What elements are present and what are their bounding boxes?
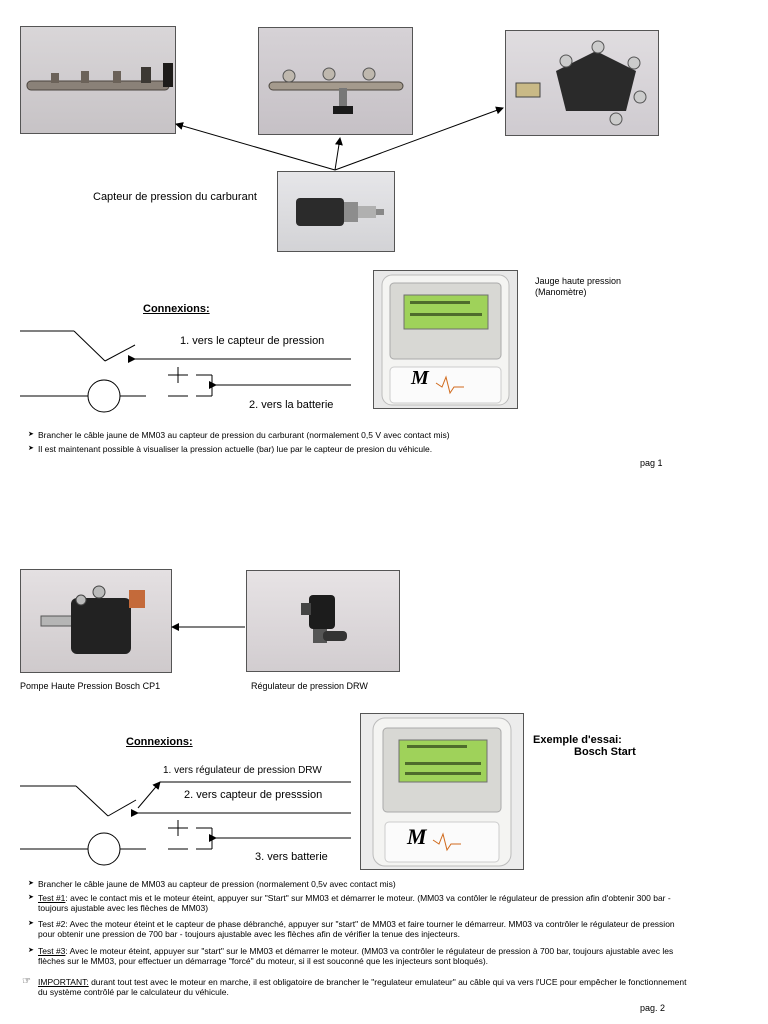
bullet-p1-1-text: Brancher le câble jaune de MM03 au capte… bbox=[38, 430, 450, 440]
bullet-p2-3: ➤ Test #2: Avec the moteur éteint et le … bbox=[28, 919, 678, 939]
drw-illustration bbox=[301, 595, 347, 643]
test3-text: : Avec le moteur éteint, appuyer sur "st… bbox=[38, 946, 674, 966]
gauge-caption-1: Jauge haute pression (Manomètre) bbox=[535, 276, 621, 298]
example-title-line2: Bosch Start bbox=[574, 746, 636, 758]
cp1-illustration bbox=[40, 585, 145, 654]
regulator-caption: Régulateur de pression DRW bbox=[251, 681, 368, 691]
fuel-rail-2-illustration bbox=[268, 67, 404, 114]
connexions-title-2: Connexions: bbox=[126, 736, 193, 748]
pressure-sensor-photo bbox=[277, 171, 395, 252]
page-number-1: pag 1 bbox=[640, 458, 663, 468]
wire2-label-2: 2. vers capteur de presssion bbox=[184, 789, 323, 801]
sensor-caption: Capteur de pression du carburant bbox=[93, 191, 257, 203]
test2-text: : Avec the moteur éteint et le capteur d… bbox=[38, 919, 675, 939]
gauge-caption-line1: Jauge haute pression bbox=[535, 276, 622, 286]
important-text: durant tout test avec le moteur en march… bbox=[38, 977, 687, 997]
arrow-bullet-icon: ➤ bbox=[28, 920, 34, 927]
example-title-line1: Exemple d'essai: bbox=[533, 734, 622, 746]
wire1-label-2: 1. vers régulateur de pression DRW bbox=[163, 765, 322, 776]
bullet-p1-1: ➤ Brancher le câble jaune de MM03 au cap… bbox=[28, 430, 678, 440]
bullet-p1-2-text: Il est maintenant possible à visualiser … bbox=[38, 444, 433, 454]
pump-caption: Pompe Haute Pression Bosch CP1 bbox=[20, 681, 161, 691]
arrow-bullet-icon: ➤ bbox=[28, 894, 34, 901]
gauge-device-illustration-2 bbox=[372, 717, 512, 867]
gauge-logo-2: M bbox=[407, 824, 427, 849]
bullet-p1-2: ➤ Il est maintenant possible à visualise… bbox=[28, 444, 678, 454]
pump-illustration bbox=[515, 40, 647, 126]
test1-text: : avec le contact mis et le moteur étein… bbox=[38, 893, 671, 913]
injector-pump-photo bbox=[505, 30, 659, 136]
bosch-cp1-pump-photo bbox=[20, 569, 172, 673]
connexions-title-1: Connexions: bbox=[143, 303, 210, 315]
wire1-label-1: 1. vers le capteur de pression bbox=[180, 335, 325, 347]
gauge-logo: M bbox=[411, 367, 429, 389]
fuel-rail-1-illustration bbox=[26, 63, 173, 91]
gauge-caption-line2: (Manomètre) bbox=[535, 287, 587, 297]
important-label: IMPORTANT: bbox=[38, 977, 89, 987]
sensor-illustration bbox=[296, 198, 384, 226]
arrow-bullet-icon: ➤ bbox=[28, 445, 34, 452]
fuel-rail-photo-1 bbox=[20, 26, 176, 134]
wire3-label-2: 3. vers batterie bbox=[255, 851, 328, 863]
gauge-device-illustration bbox=[381, 274, 510, 406]
bullet-p2-1-text: Brancher le câble jaune de MM03 au capte… bbox=[38, 879, 396, 889]
arrow-bullet-icon: ➤ bbox=[28, 947, 34, 954]
hand-pointer-icon: ☞ bbox=[22, 976, 31, 987]
wire2-label-1: 2. vers la batterie bbox=[249, 399, 334, 411]
example-title: Exemple d'essai: Bosch Start bbox=[533, 734, 636, 758]
bullet-p2-1: ➤ Brancher le câble jaune de MM03 au cap… bbox=[28, 879, 678, 889]
bullet-p2-4: ➤ Test #3: Avec le moteur éteint, appuye… bbox=[28, 946, 678, 966]
test3-label: Test #3 bbox=[38, 946, 66, 956]
bullet-p2-2: ➤ Test #1: avec le contact mis et le mot… bbox=[28, 893, 678, 913]
pressure-gauge-photo-2: M bbox=[360, 713, 524, 870]
fuel-rail-photo-2 bbox=[258, 27, 413, 135]
arrow-bullet-icon: ➤ bbox=[28, 431, 34, 438]
page-number-2: pag. 2 bbox=[640, 1003, 666, 1013]
pressure-gauge-photo: M bbox=[373, 270, 518, 409]
arrow-bullet-icon: ➤ bbox=[28, 880, 34, 887]
test2-label: Test #2 bbox=[38, 919, 66, 929]
drw-regulator-photo bbox=[246, 570, 400, 672]
important-note: ☞ IMPORTANT: durant tout test avec le mo… bbox=[22, 977, 688, 998]
test1-label: Test #1 bbox=[38, 893, 66, 903]
